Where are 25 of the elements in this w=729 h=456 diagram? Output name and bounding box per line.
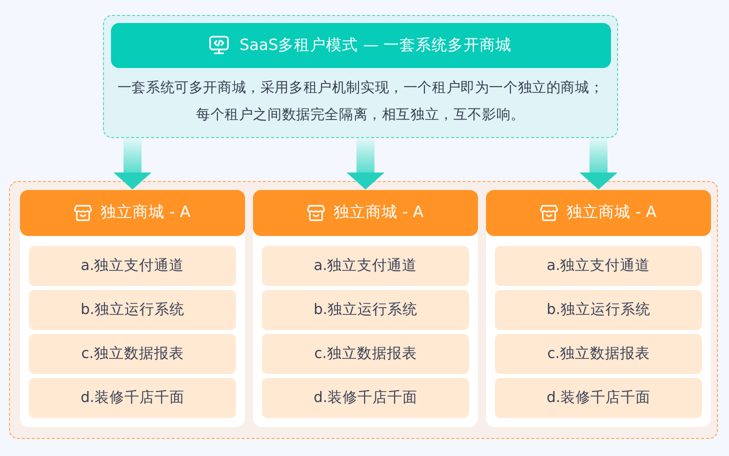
feature-item: d.装修千店千面 — [262, 378, 469, 418]
feature-item: d.装修千店千面 — [495, 378, 702, 418]
feature-item: c.独立数据报表 — [29, 334, 236, 374]
store-card — [486, 190, 711, 426]
card-title: 独立商城 - A — [566, 202, 657, 223]
feature-item: c.独立数据报表 — [495, 334, 702, 374]
feature-item: b.独立运行系统 — [495, 290, 702, 330]
group-panel — [9, 181, 718, 439]
store-card — [253, 190, 478, 426]
arrow — [346, 138, 384, 190]
feature-item: c.独立数据报表 — [262, 334, 469, 374]
feature-item: d.装修千店千面 — [29, 378, 236, 418]
card-title: 独立商城 - A — [100, 202, 191, 223]
description-text: 一套系统可多开商城，采用多租户机制实现，一个租户即为一个独立的商城；每个租户之间数据完全隔离，相互独立，互不影响。 — [116, 79, 605, 125]
feature-item: a.独立支付通道 — [29, 246, 236, 286]
feature-item: b.独立运行系统 — [29, 290, 236, 330]
store-card — [20, 190, 245, 426]
arrow — [114, 138, 152, 190]
info-panel — [103, 15, 618, 138]
feature-item: b.独立运行系统 — [262, 290, 469, 330]
arrow — [580, 138, 618, 190]
feature-item: a.独立支付通道 — [495, 246, 702, 286]
card-title: 独立商城 - A — [333, 202, 424, 223]
feature-item: a.独立支付通道 — [262, 246, 469, 286]
panel-title: SaaS多租户模式 — 一套系统多开商城 — [239, 34, 512, 56]
